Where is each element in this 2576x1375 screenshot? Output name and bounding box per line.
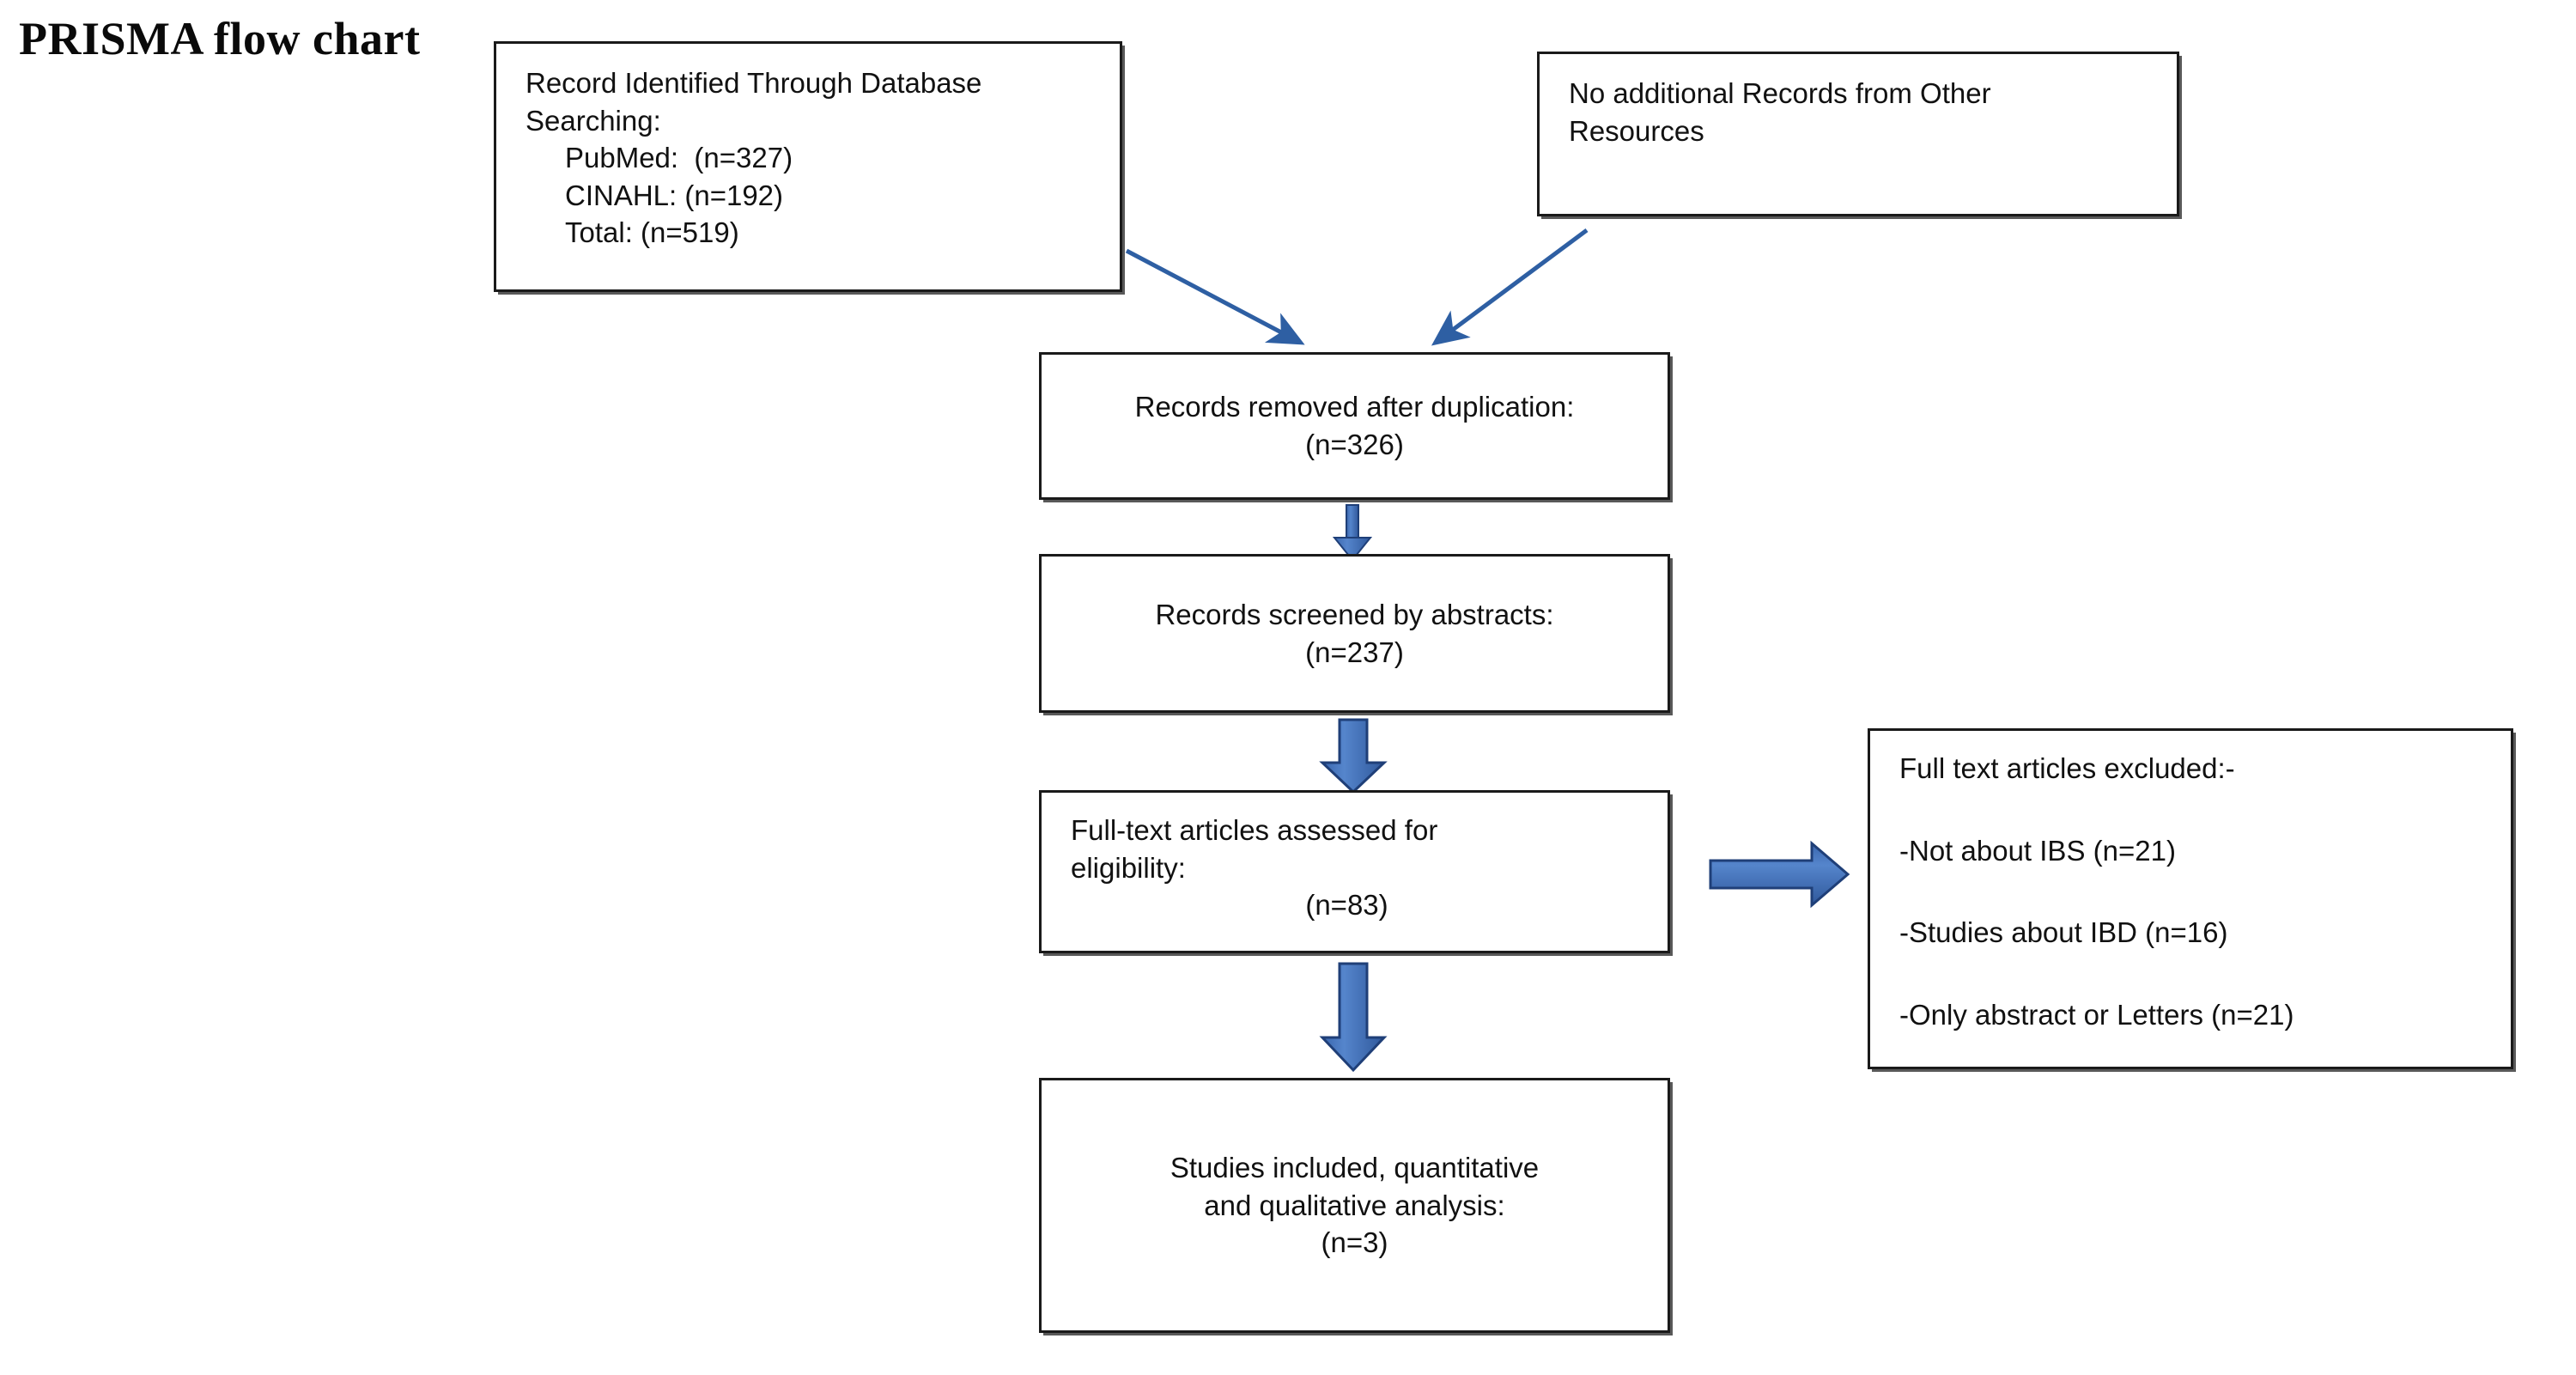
box-eligibility-count: (n=83): [1305, 889, 1388, 922]
arrow-other-records-to-duplicates: [1431, 228, 1589, 346]
arrow-database-to-duplicates: [1125, 248, 1305, 345]
box-included-line-2: and qualitative analysis:: [1204, 1189, 1505, 1221]
box-other-records: No additional Records from Other Resourc…: [1537, 52, 2179, 216]
box-eligibility-line-1: Full-text articles assessed for: [1071, 814, 1438, 846]
box-database-searching: Record Identified Through Database Searc…: [494, 41, 1122, 292]
box-database-item-pubmed: PubMed: (n=327): [565, 142, 793, 174]
box-included-line-1: Studies included, quantitative: [1170, 1152, 1540, 1184]
box-fulltext-excluded: Full text articles excluded:- -Not about…: [1868, 728, 2513, 1069]
box-duplicates-line-1: Records removed after duplication:: [1134, 391, 1575, 423]
arrow-screened-to-eligibility: [1319, 718, 1388, 794]
arrow-eligibility-to-included: [1319, 962, 1388, 1073]
box-records-removed-duplication: Records removed after duplication: (n=32…: [1039, 352, 1670, 500]
box-database-line-2: Searching:: [526, 104, 661, 137]
box-included-count: (n=3): [1321, 1226, 1388, 1259]
box-other-records-line-2: Resources: [1569, 114, 1704, 147]
box-database-item-total: Total: (n=519): [565, 216, 739, 249]
box-database-line-1: Record Identified Through Database: [526, 67, 982, 99]
box-fulltext-assessed: Full-text articles assessed for eligibil…: [1039, 790, 1670, 953]
box-excluded-reason-not-about-ibs: -Not about IBS (n=21): [1899, 834, 2176, 867]
box-eligibility-line-2: eligibility:: [1071, 851, 1186, 884]
box-records-screened: Records screened by abstracts: (n=237): [1039, 554, 1670, 713]
box-studies-included: Studies included, quantitative and quali…: [1039, 1078, 1670, 1333]
page-title: PRISMA flow chart: [19, 13, 421, 64]
box-other-records-line-1: No additional Records from Other: [1569, 77, 1991, 109]
box-excluded-heading: Full text articles excluded:-: [1899, 752, 2235, 784]
arrow-eligibility-to-excluded: [1709, 840, 1850, 909]
box-excluded-reason-studies-about-ibd: -Studies about IBD (n=16): [1899, 916, 2228, 949]
box-screened-count: (n=237): [1305, 636, 1404, 668]
box-screened-line-1: Records screened by abstracts:: [1155, 598, 1554, 630]
arrow-duplicates-to-screened: [1332, 504, 1373, 562]
box-duplicates-count: (n=326): [1305, 429, 1404, 460]
box-database-item-cinahl: CINAHL: (n=192): [565, 179, 784, 211]
box-excluded-reason-only-abstract-letters: -Only abstract or Letters (n=21): [1899, 998, 2294, 1031]
